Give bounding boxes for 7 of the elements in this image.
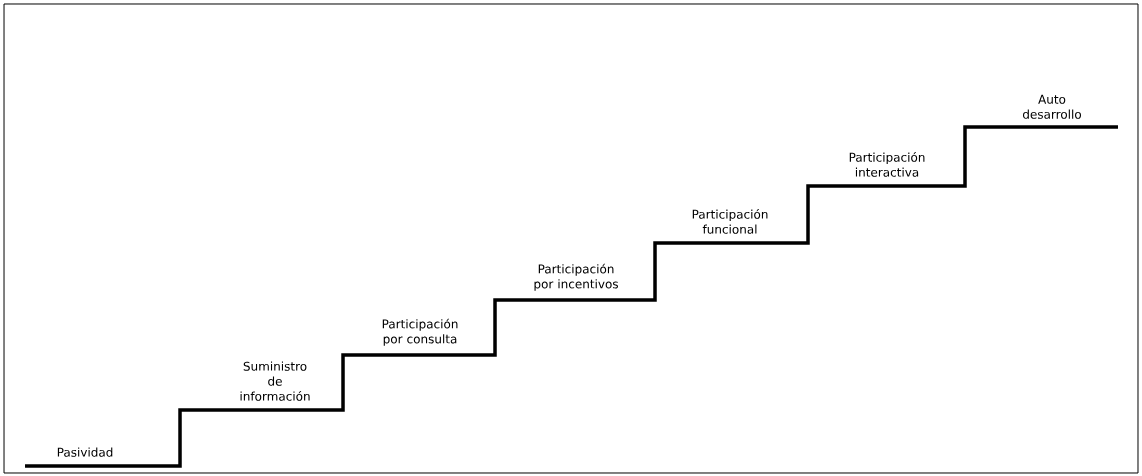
step-label: Participación funcional <box>692 209 768 234</box>
step-label: Pasividad <box>57 447 113 457</box>
step-label: Suministro de información <box>240 361 310 401</box>
step-label: Auto desarrollo <box>1023 94 1082 119</box>
step-label: Participación interactiva <box>849 152 925 177</box>
step-label: Participación por consulta <box>382 318 458 346</box>
step-label: Participación por incentivos <box>534 263 618 291</box>
